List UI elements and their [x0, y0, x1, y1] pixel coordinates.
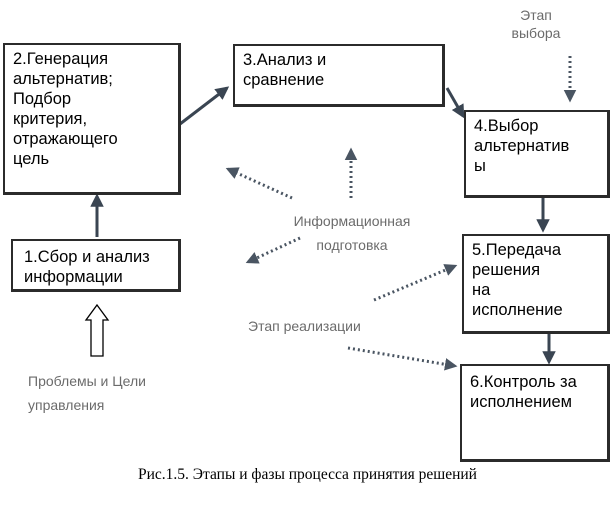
- figure-caption: Рис.1.5. Этапы и фазы процесса принятия …: [138, 466, 477, 483]
- box-analysis: 3.Анализ и сравнение: [233, 44, 445, 107]
- dotted-arrow-realization-to-transfer: [373, 264, 458, 302]
- box-collect: 1.Сбор и анализ информации: [11, 239, 181, 292]
- dotted-arrow-info-to-generation: [225, 167, 293, 200]
- box-choice: 4.Выбор альтернатив ы: [464, 110, 610, 198]
- note-choice-stage: Этап выбора: [511, 7, 561, 41]
- note-realization-stage: Этап реализации: [248, 318, 361, 334]
- note-problems-goals: Проблемы и Цели управления: [28, 373, 146, 413]
- arrow-analysis-to-choice: [445, 87, 465, 119]
- note-info-preparation: Информационная подготовка: [293, 213, 411, 253]
- dotted-arrow-realization-to-control: [347, 346, 458, 371]
- box-transfer: 5.Передача решения на исполнение: [462, 234, 610, 334]
- box-generation: 2.Генерация альтернатив; Подбор критерия…: [3, 43, 181, 195]
- box-control: 6.Контроль за исполнением: [460, 364, 610, 462]
- hollow-input-arrow: [84, 303, 110, 357]
- arrow-generation-to-analysis: [179, 86, 230, 126]
